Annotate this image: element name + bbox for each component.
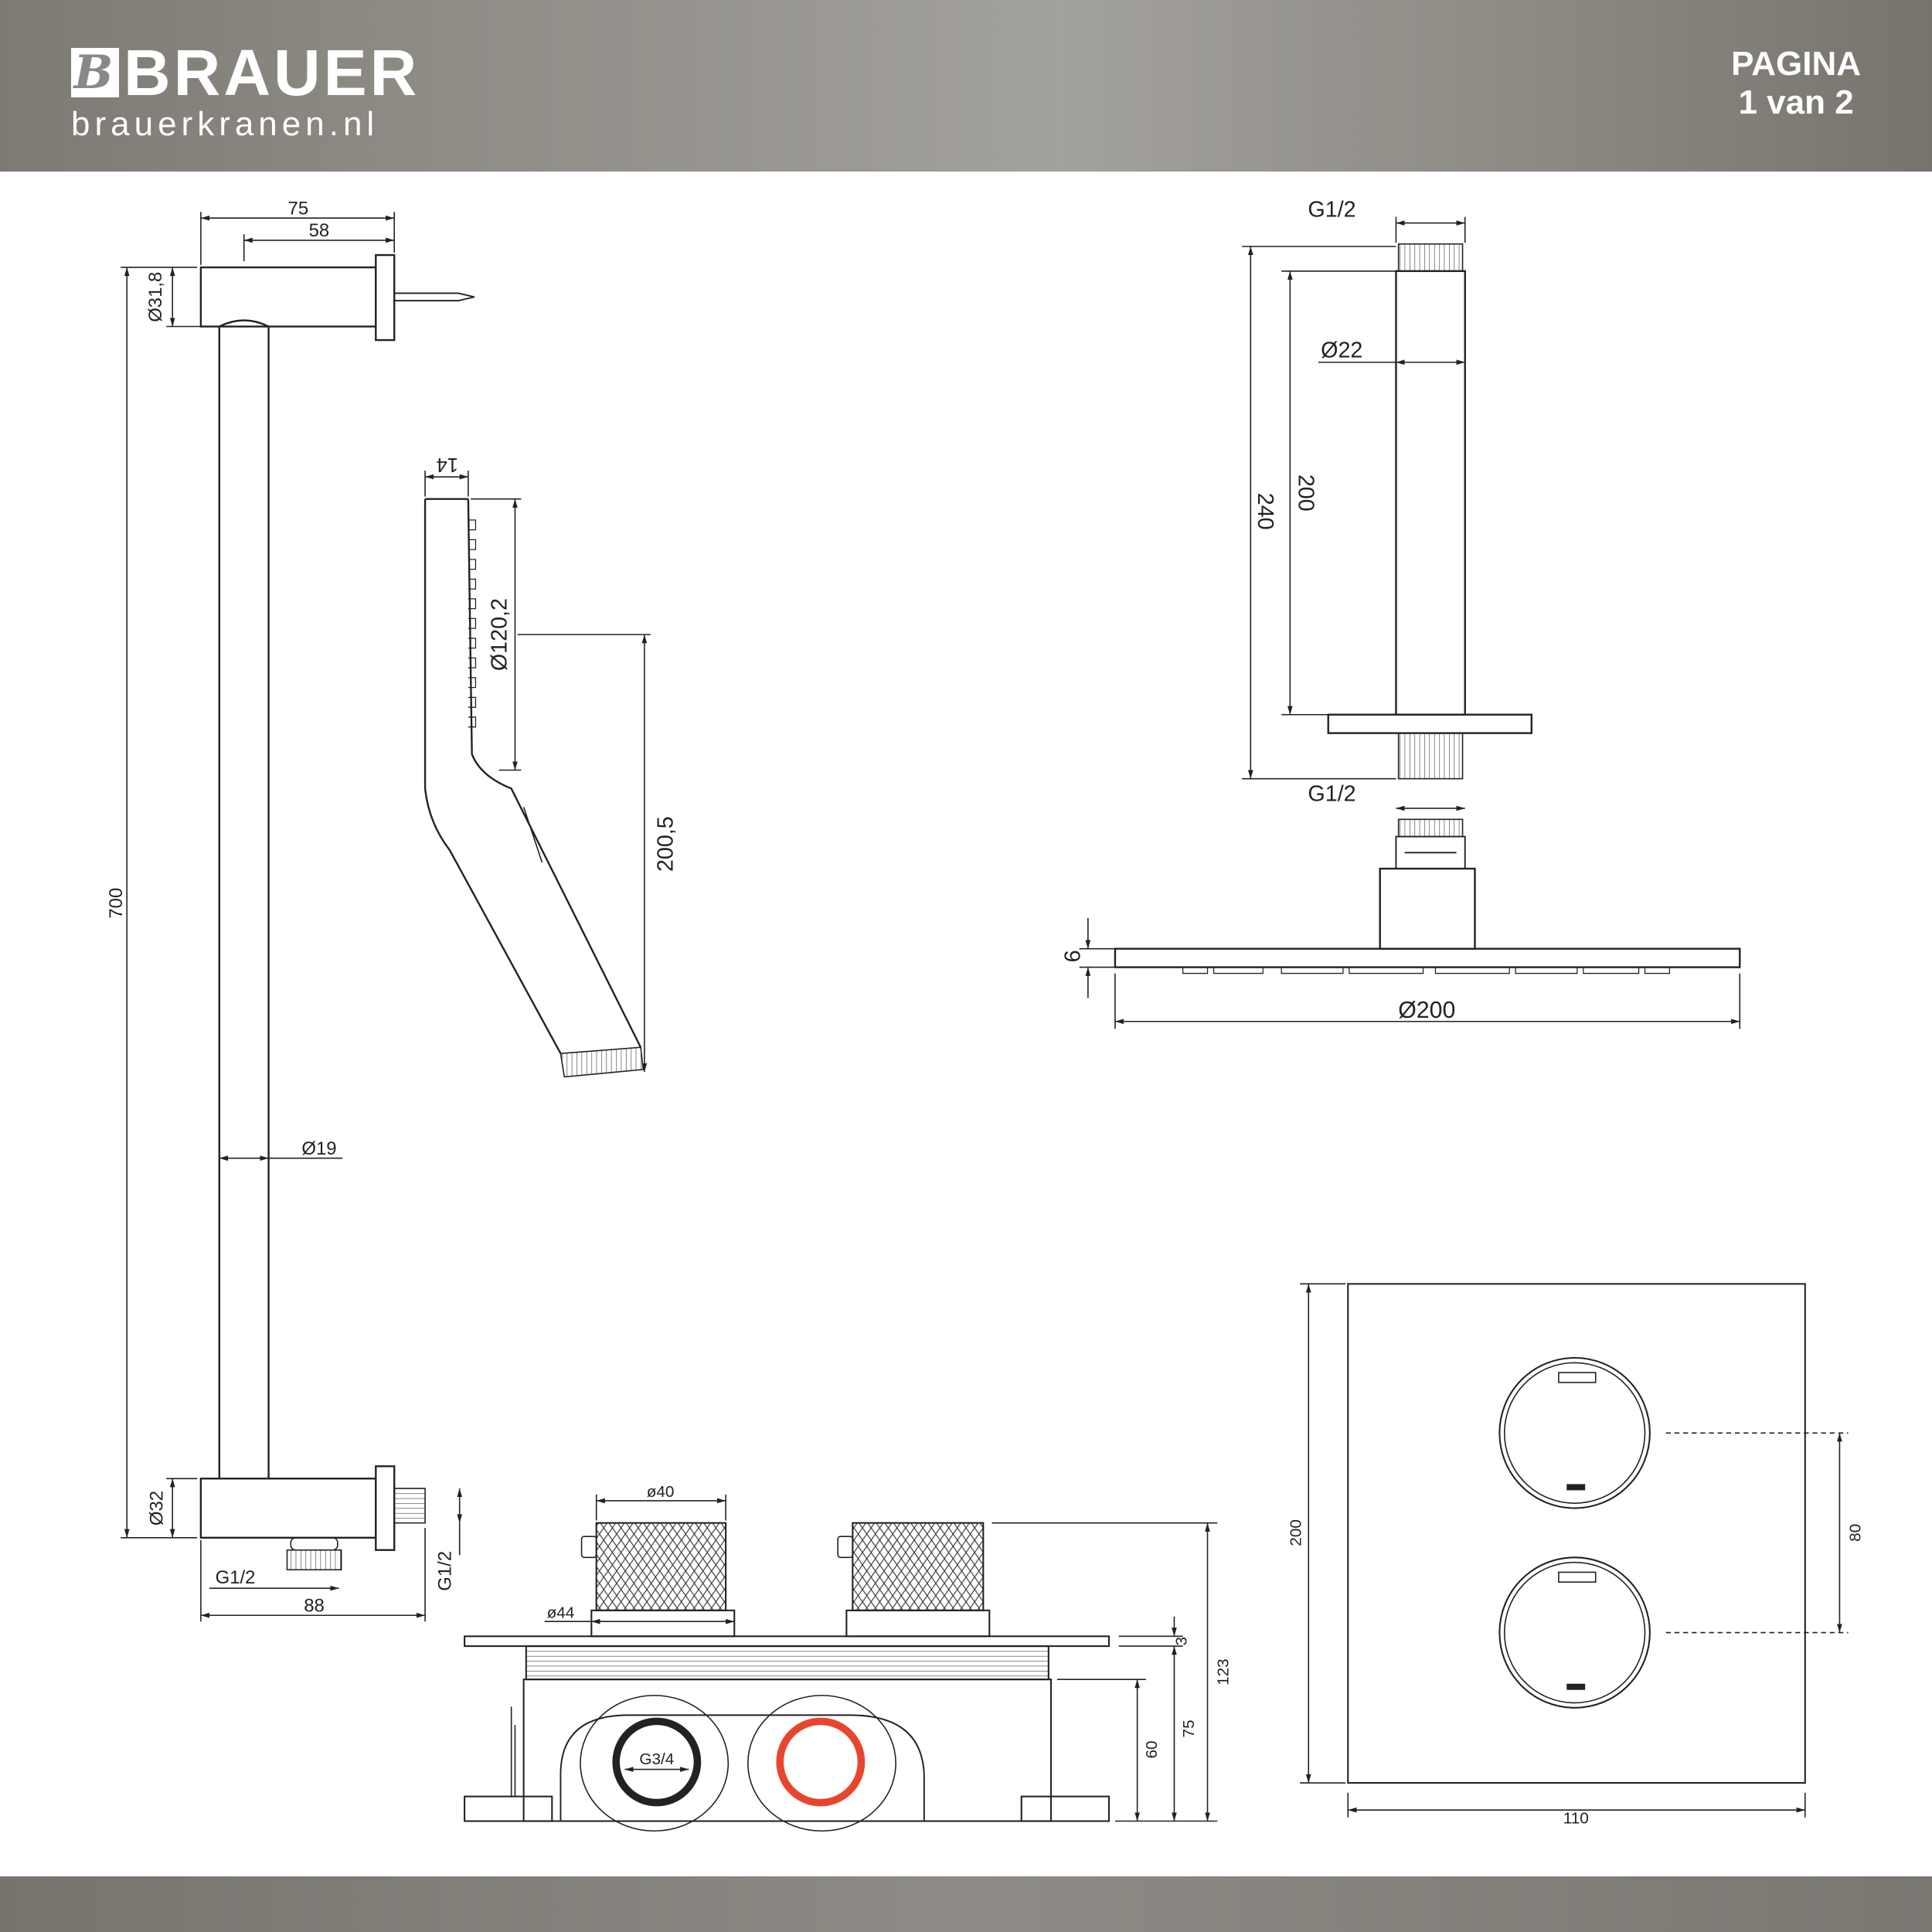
dim-plate-width: 110 (1563, 1810, 1589, 1828)
dim-depth-60: 60 (1143, 1741, 1161, 1759)
dim-ceiling-top-thread: G1/2 (1308, 198, 1355, 223)
thermostat-body-drawing: ø40 ø44 G3/4 3 123 75 60 (464, 1483, 1233, 1832)
brand-website: brauerkranen.nl (71, 105, 379, 143)
dim-hand-shower-head-diameter: Ø120,2 (487, 598, 512, 671)
dim-rail-height-700: 700 (106, 888, 127, 919)
hot-inlet-ring (776, 1717, 866, 1807)
hand-shower-drawing: 14 Ø120,2 200,5 (423, 454, 679, 1078)
dim-knob-diameter: ø40 (647, 1483, 675, 1501)
ceiling-shower-drawing: G1/2 Ø22 240 200 G1/2 9 Ø200 (1060, 198, 1741, 1029)
dim-rail-width-75: 75 (288, 198, 309, 219)
dim-knob-spacing: 80 (1847, 1524, 1865, 1542)
dim-depth-75: 75 (1180, 1719, 1198, 1737)
dim-plate-thickness: 3 (1172, 1637, 1190, 1646)
dim-rail-bottom-thread: G1/2 (216, 1567, 256, 1588)
dim-rail-tube-diameter: Ø19 (301, 1138, 336, 1159)
slide-rail-drawing: 75 58 700 Ø31,8 Ø19 Ø32 G1/2 88 G1/2 (106, 198, 475, 1622)
page-count: 1 van 2 (1738, 83, 1854, 121)
dim-ceiling-arm-diameter: Ø22 (1321, 338, 1362, 362)
page-indicator: PAGINA 1 van 2 (1731, 45, 1861, 122)
dim-total-depth: 123 (1215, 1658, 1233, 1685)
dim-ceiling-arm-length: 200 (1293, 474, 1318, 512)
dim-rail-width-58: 58 (309, 220, 330, 241)
dim-rail-top-diameter: Ø31,8 (145, 272, 166, 322)
dim-ceiling-head-diameter: Ø200 (1398, 998, 1455, 1023)
page-label: PAGINA (1731, 45, 1861, 83)
footer-band (0, 1876, 1932, 1932)
dim-rail-bottom-diameter: Ø32 (146, 1491, 167, 1526)
dim-rosette-diameter: ø44 (547, 1604, 575, 1621)
dim-ceiling-head-thickness: 9 (1060, 950, 1084, 962)
dim-rail-bottom-width: 88 (304, 1595, 325, 1616)
dim-ceiling-bottom-thread: G1/2 (1308, 781, 1355, 806)
dim-hand-shower-thickness: 14 (437, 454, 458, 475)
cold-inlet-ring (612, 1717, 702, 1807)
dim-inlet-thread: G3/4 (639, 1750, 674, 1768)
dim-ceiling-arm-total: 240 (1253, 493, 1277, 530)
dim-rail-side-thread: G1/2 (435, 1551, 456, 1591)
dim-plate-height: 200 (1287, 1519, 1305, 1546)
dim-hand-shower-length: 200,5 (654, 816, 679, 872)
front-plate-drawing: 200 80 110 (1287, 1283, 1865, 1828)
brand-name: BRAUER (124, 36, 420, 109)
brand-mark-icon: B (71, 48, 119, 97)
